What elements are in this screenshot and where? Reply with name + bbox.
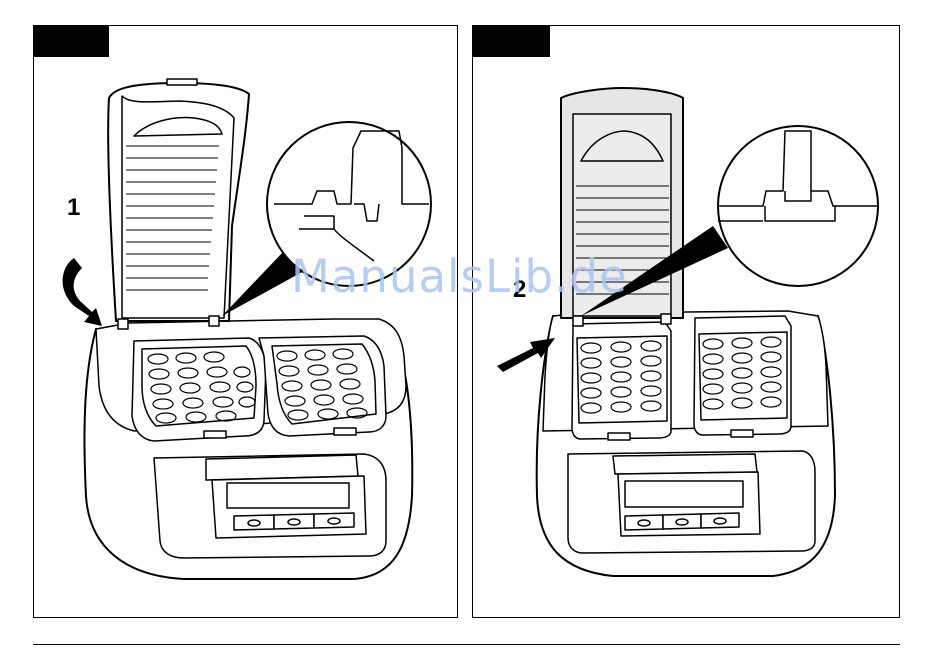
step-number-2: 2 bbox=[513, 276, 526, 304]
figure-panel-right: 2 bbox=[472, 25, 900, 618]
figure-panel-left: 1 bbox=[33, 25, 458, 618]
reactor-open-lid-illustration bbox=[34, 26, 458, 618]
footer-rule bbox=[33, 644, 900, 645]
reactor-lid-insert-illustration bbox=[473, 26, 900, 618]
step-number-1: 1 bbox=[67, 194, 80, 222]
